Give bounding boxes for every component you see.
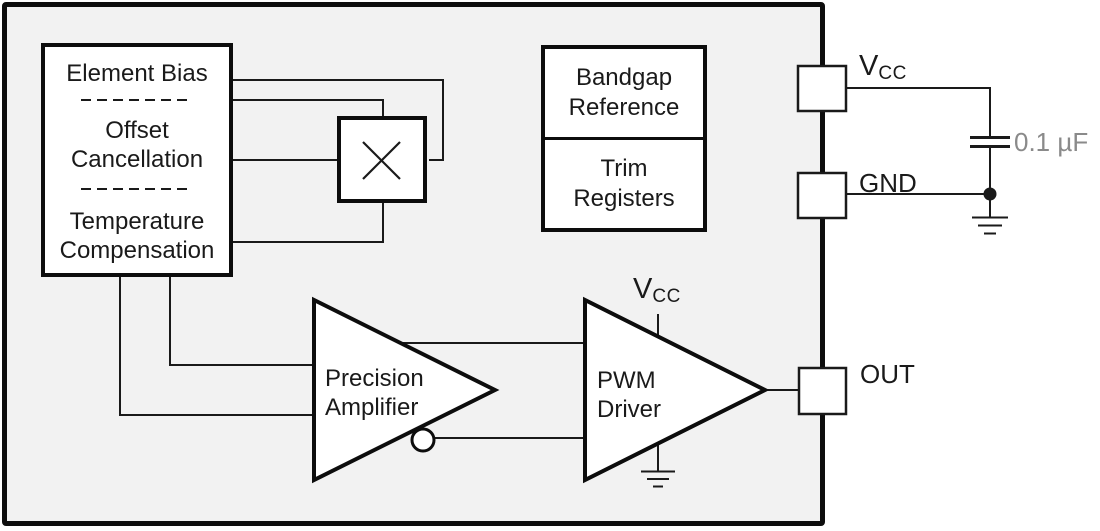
offset-cancellation-label-line1: Offset	[105, 117, 169, 144]
wire-signal-block-to-amplifier-lower-input	[119, 276, 316, 416]
pin-vcc-square	[796, 64, 848, 113]
pwm-driver-symbol	[583, 296, 770, 484]
pin-gnd-square	[796, 171, 848, 220]
vcc-pin-label: VCC	[859, 50, 907, 84]
temperature-compensation-label-line2: Compensation	[59, 237, 215, 264]
capacitor-value-label: 0.1 µF	[1014, 127, 1089, 157]
element-bias-label: Element Bias	[66, 60, 208, 87]
external-ground-symbol-icon	[972, 216, 1008, 235]
reference-block: Bandgap Reference Trim Registers	[541, 45, 707, 232]
trim-registers-section: Trim Registers	[545, 140, 703, 228]
pwm-vcc-label: VCC	[633, 273, 681, 307]
offset-cancellation-label-line2: Cancellation	[70, 146, 204, 173]
wire-vcc-pin-to-capacitor	[846, 87, 991, 136]
pwm-ground-symbol-icon	[641, 470, 675, 488]
wire-element-bias-to-multiplier-top	[233, 99, 384, 118]
reference-block-divider	[545, 137, 703, 140]
wire-temperature-compensation-to-multiplier-bottom	[233, 201, 384, 243]
out-pin-label: OUT	[860, 359, 915, 389]
pwm-driver-label: PWM Driver	[597, 367, 661, 423]
dashed-divider	[81, 188, 193, 190]
trim-label-line2: Registers	[573, 185, 675, 212]
wire-signal-block-to-amplifier-upper-input	[169, 276, 316, 366]
dashed-divider	[81, 99, 193, 101]
trim-label-line1: Trim	[600, 155, 648, 182]
pin-out-square	[797, 366, 848, 416]
multiplier-x-icon	[362, 141, 401, 180]
temperature-compensation-label-line1: Temperature	[69, 208, 205, 235]
precision-amplifier-label: Precision Amplifier	[325, 365, 424, 421]
gnd-pin-label: GND	[859, 168, 917, 198]
wire-element-bias-to-multiplier-right	[233, 79, 444, 161]
bandgap-label-line2: Reference	[568, 94, 680, 121]
junction-dot	[983, 187, 997, 201]
bandgap-reference-section: Bandgap Reference	[545, 49, 703, 137]
inverting-output-bubble-icon	[410, 427, 436, 453]
precision-amplifier-symbol	[312, 296, 500, 484]
bandgap-label-line1: Bandgap	[575, 64, 673, 91]
capacitor-icon	[970, 136, 1010, 148]
signal-conditioning-block: Element Bias Offset Cancellation Tempera…	[41, 43, 233, 277]
